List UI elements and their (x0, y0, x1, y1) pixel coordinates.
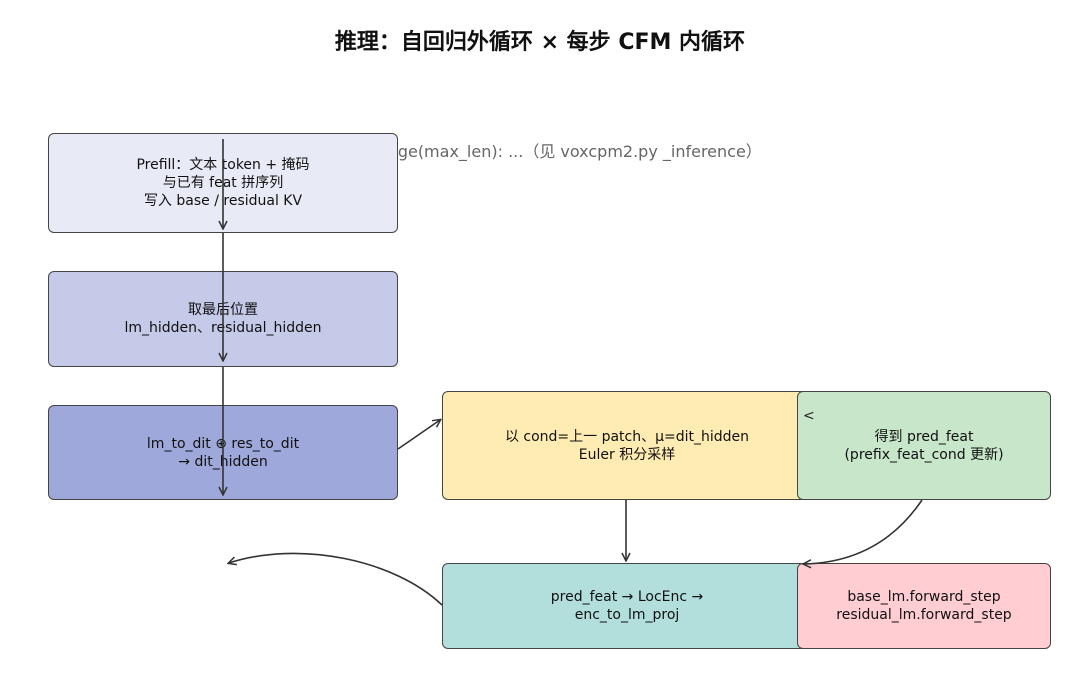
locenc-line-2: enc_to_lm_proj (574, 607, 680, 623)
edge-pred-feat-to-forward-step (804, 499, 923, 564)
euler-line-2: Euler 积分采样 (578, 446, 676, 463)
edge-label-back: < (803, 408, 815, 424)
pred-feat-line-1: 得到 pred_feat (874, 428, 974, 445)
forward-step-line-2: residual_lm.forward_step (836, 607, 1012, 623)
euler-line-1: 以 cond=上一 patch、μ=dit_hidden (504, 428, 750, 445)
euler-node: 以 cond=上一 patch、μ=dit_hidden Euler 积分采样 (442, 391, 812, 500)
locenc-line-1: pred_feat → LocEnc → (550, 589, 704, 605)
edge-lm-to-dit-to-euler (397, 420, 440, 450)
locenc-node: pred_feat → LocEnc → enc_to_lm_proj (442, 563, 812, 649)
pred-feat-node: 得到 pred_feat (prefix_feat_cond 更新) (797, 391, 1051, 500)
pred-feat-line-2: (prefix_feat_cond 更新) (844, 446, 1004, 463)
forward-step-node: base_lm.forward_step residual_lm.forward… (797, 563, 1051, 649)
edge-locenc-loop-back (229, 552, 443, 606)
forward-step-line-1: base_lm.forward_step (847, 589, 1001, 605)
diagram-title: 推理：自回归外循环 × 每步 CFM 内循环 (334, 30, 746, 55)
loop-caption: for i in range(max_len): ...（见 voxcpm2.p… (315, 142, 762, 161)
